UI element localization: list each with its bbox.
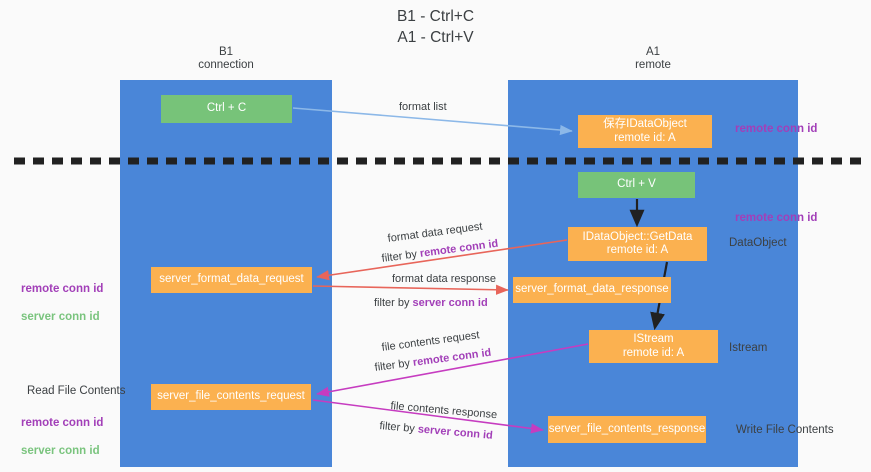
box-save-idataobject[interactable]: 保存IDataObject remote id: A — [578, 115, 712, 148]
annotation-read-file-contents: Read File Contents — [27, 385, 126, 397]
server-conn-id-label: server conn id — [21, 311, 100, 323]
remote-conn-id-label: remote conn id — [21, 417, 104, 429]
annotation-istream: Istream — [729, 342, 768, 354]
server-conn-id-label: server conn id — [21, 445, 100, 457]
edge-format-data-request — [316, 239, 568, 281]
lane-header-a1: A1 remote — [635, 46, 671, 71]
edge-label-filter-server-conn-id-format: filter by server conn id — [374, 297, 488, 309]
filter-by-prefix: filter by — [374, 297, 413, 309]
edge-format-list — [292, 107, 573, 136]
box-server-file-contents-response[interactable]: server_file_contents_response — [548, 416, 706, 443]
edge-file-contents-response — [312, 399, 544, 434]
annotation-dataobject: DataObject — [729, 237, 787, 249]
lane-header-b1: B1 connection — [198, 46, 254, 71]
box-ctrl-c[interactable]: Ctrl + C — [161, 95, 292, 123]
remote-conn-id-label: remote conn id — [21, 283, 104, 295]
annotation-conn-ids-format: remote conn id server conn id — [21, 268, 103, 338]
box-server-format-data-request[interactable]: server_format_data_request — [151, 267, 312, 293]
annotation-write-file-contents: Write File Contents — [736, 424, 834, 436]
edge-file-contents-request — [316, 343, 589, 397]
server-conn-id-token: server conn id — [412, 297, 488, 309]
edge-label-format-list: format list — [399, 101, 447, 113]
page-title: B1 - Ctrl+C A1 - Ctrl+V — [396, 8, 475, 46]
box-server-format-data-response[interactable]: server_format_data_response — [513, 277, 671, 303]
box-ctrl-v[interactable]: Ctrl + V — [578, 172, 695, 198]
annotation-remote-conn-id-top: remote conn id — [735, 123, 818, 135]
annotation-remote-conn-id-mid: remote conn id — [735, 212, 818, 224]
box-istream[interactable]: IStream remote id: A — [589, 330, 718, 363]
box-server-file-contents-request[interactable]: server_file_contents_request — [151, 384, 311, 410]
box-idataobject-getdata[interactable]: IDataObject::GetData remote id: A — [568, 227, 707, 261]
annotation-conn-ids-file: remote conn id server conn id — [21, 402, 103, 472]
edge-format-data-response — [312, 284, 509, 295]
edge-label-format-data-response: format data response — [392, 273, 496, 285]
